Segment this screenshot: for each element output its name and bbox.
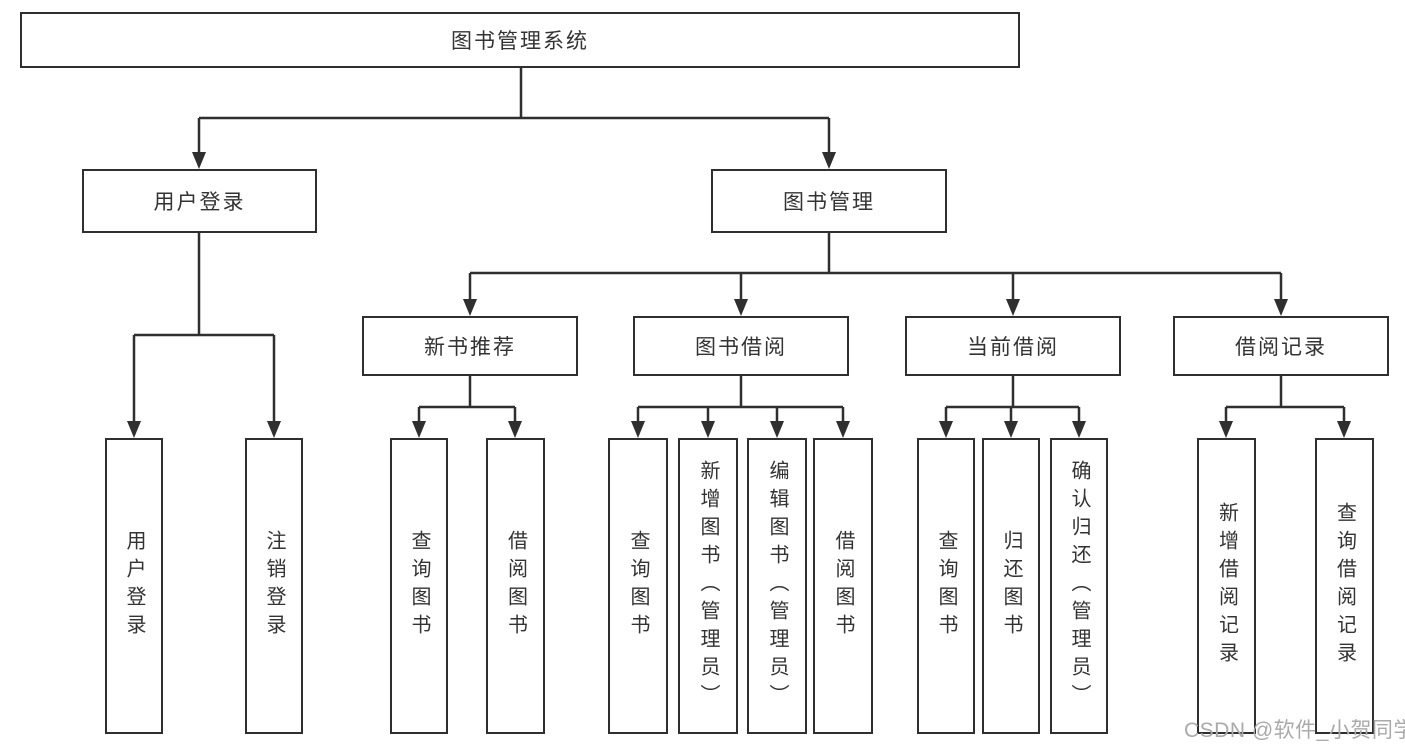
leaf-query-borrow-record: 查询借阅记录 <box>1315 438 1374 734</box>
leaf-edit-book-admin: 编辑图书（管理员） <box>747 438 807 734</box>
leaf-user-login: 用户登录 <box>105 438 163 734</box>
node-user-login-branch: 用户登录 <box>82 169 317 233</box>
node-book-borrowing: 图书借阅 <box>633 316 849 376</box>
csdn-watermark: CSDN @软件_小贺同学 <box>1184 719 1405 742</box>
leaf-label: 注销登录 <box>263 530 285 642</box>
leaf-query-book-borrowing: 查询图书 <box>608 438 668 734</box>
leaf-label: 查询图书 <box>627 530 649 642</box>
leaf-return-book: 归还图书 <box>982 438 1040 734</box>
node-library-management-system: 图书管理系统 <box>20 12 1020 68</box>
leaf-logout: 注销登录 <box>245 438 303 734</box>
leaf-label: 借阅图书 <box>504 530 527 642</box>
node-book-management-branch: 图书管理 <box>711 169 947 233</box>
leaf-query-book-recommend: 查询图书 <box>390 438 448 734</box>
leaf-borrow-book-recommend: 借阅图书 <box>486 438 545 734</box>
node-current-borrowing: 当前借阅 <box>905 316 1121 376</box>
leaf-confirm-return-admin: 确认归还（管理员） <box>1050 438 1108 734</box>
leaf-label: 查询图书 <box>935 530 957 642</box>
leaf-label: 查询图书 <box>408 530 430 642</box>
leaf-label: 新增图书（管理员） <box>697 460 719 712</box>
leaf-add-borrow-record: 新增借阅记录 <box>1197 438 1256 734</box>
leaf-label: 借阅图书 <box>832 530 854 642</box>
leaf-label: 编辑图书（管理员） <box>766 460 788 712</box>
leaf-borrow-book: 借阅图书 <box>813 438 873 734</box>
leaf-label: 确认归还（管理员） <box>1068 460 1090 712</box>
leaf-label: 归还图书 <box>1000 530 1022 642</box>
node-borrowing-records: 借阅记录 <box>1173 316 1389 376</box>
connector-lines <box>132 68 1346 424</box>
leaf-label: 用户登录 <box>123 530 145 642</box>
leaf-label: 新增借阅记录 <box>1215 502 1238 670</box>
leaf-query-book-current: 查询图书 <box>917 438 975 734</box>
leaf-add-book-admin: 新增图书（管理员） <box>678 438 738 734</box>
leaf-label: 查询借阅记录 <box>1333 502 1356 670</box>
node-new-book-recommendation: 新书推荐 <box>362 316 578 376</box>
